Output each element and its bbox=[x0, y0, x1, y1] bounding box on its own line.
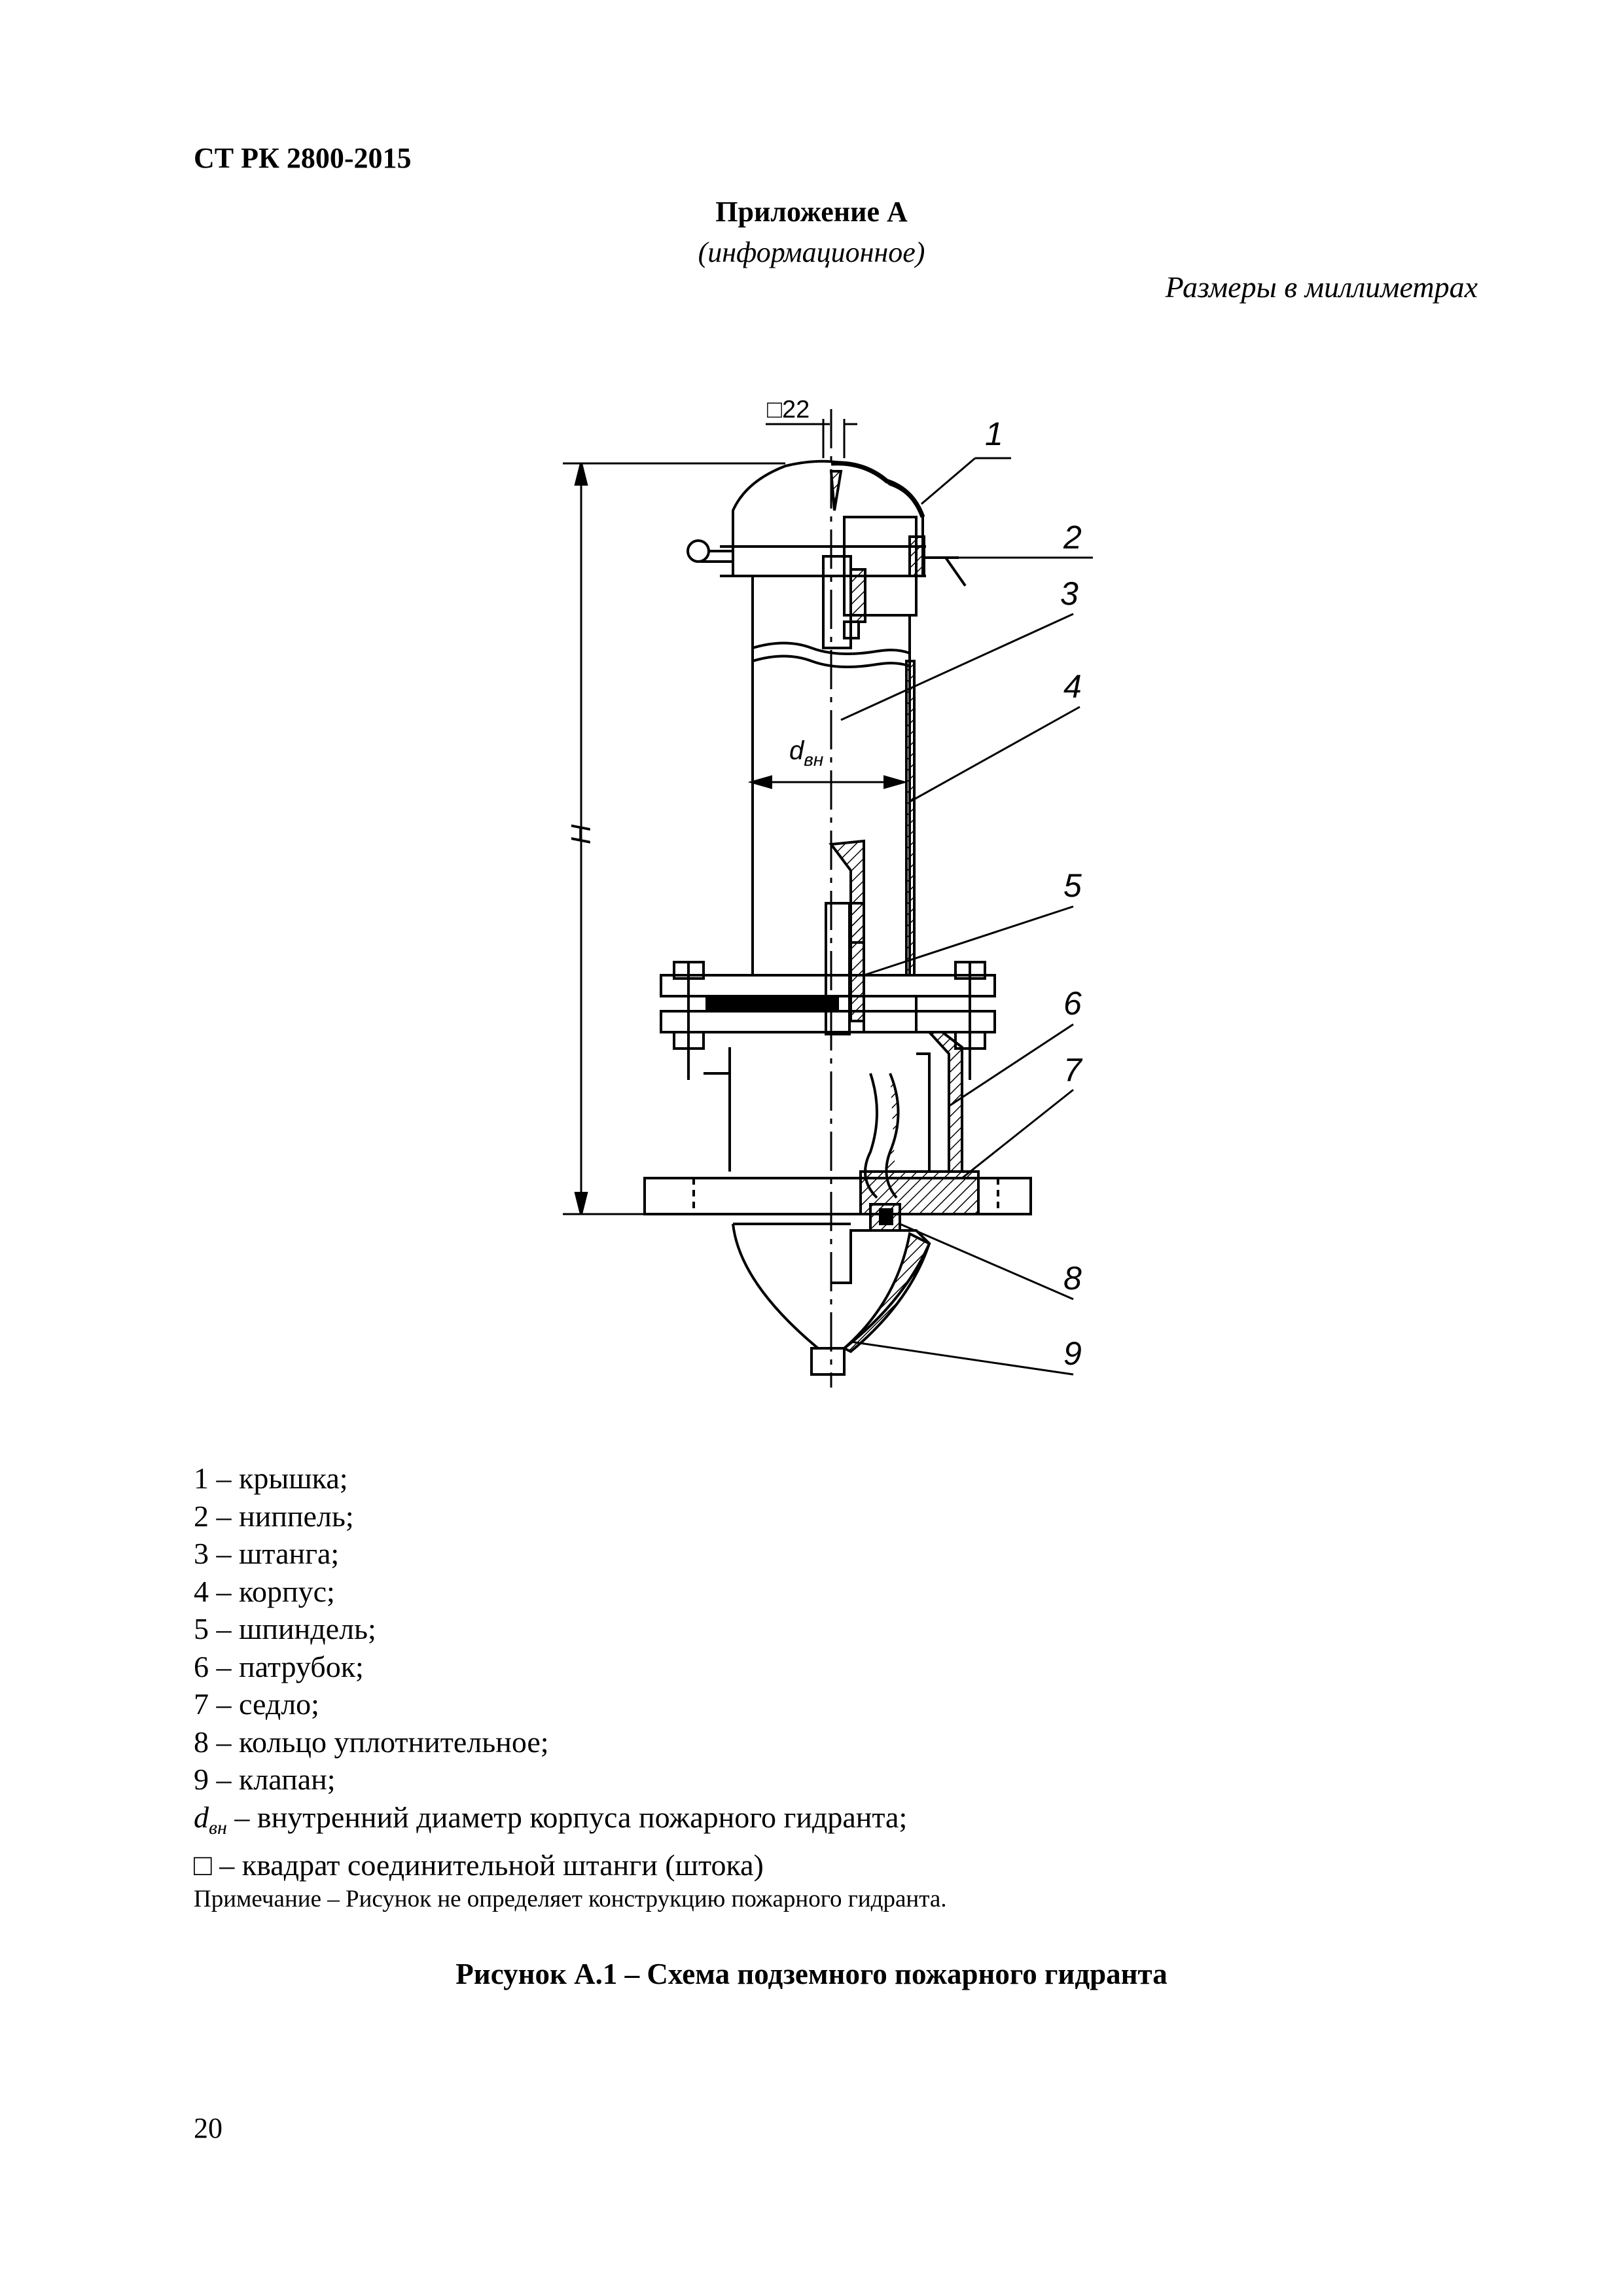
units-note: Размеры в миллиметрах bbox=[1165, 270, 1478, 304]
callout-2: 2 bbox=[1063, 519, 1082, 556]
square-label: □22 bbox=[767, 399, 810, 423]
sealing-ring bbox=[869, 1203, 901, 1232]
legend-item: 2 – ниппель; bbox=[194, 1499, 354, 1533]
seat bbox=[643, 1170, 1032, 1215]
legend-item-square: □ – квадрат соединительной штанги (штока… bbox=[194, 1848, 764, 1882]
appendix-title: Приложение А bbox=[715, 196, 908, 228]
callout-leaders bbox=[840, 457, 1093, 1376]
legend-item: 4 – корпус; bbox=[194, 1574, 335, 1608]
legend-item-dvn: dвн – внутренний диаметр корпуса пожарно… bbox=[194, 1800, 908, 1839]
hydrant-drawing: □22 H dвн 1 2 3 4 5 6 7 8 9 bbox=[563, 399, 1093, 1388]
spindle bbox=[825, 839, 865, 1035]
appendix-subtitle: (информационное) bbox=[698, 236, 925, 268]
nipple bbox=[843, 516, 967, 617]
legend-item: 8 – кольцо уплотнительное; bbox=[194, 1725, 549, 1759]
valve bbox=[732, 1223, 931, 1376]
callout-1: 1 bbox=[985, 416, 1003, 452]
legend: 1 – крышка; 2 – ниппель; 3 – штанга; 4 –… bbox=[194, 1460, 907, 1884]
upper-flange bbox=[660, 961, 996, 1080]
legend-item: 6 – патрубок; bbox=[194, 1649, 364, 1683]
square-dimension bbox=[766, 419, 857, 458]
legend-item: 5 – шпиндель; bbox=[194, 1612, 376, 1645]
legend-item: 3 – штанга; bbox=[194, 1537, 340, 1570]
callout-9: 9 bbox=[1063, 1335, 1082, 1372]
body bbox=[747, 576, 916, 977]
figure-caption: Рисунок А.1 – Схема подземного пожарного… bbox=[455, 1958, 1168, 1990]
callout-8: 8 bbox=[1063, 1260, 1082, 1297]
page-number: 20 bbox=[194, 2112, 223, 2144]
callout-3: 3 bbox=[1060, 575, 1079, 612]
callout-4: 4 bbox=[1063, 668, 1082, 705]
note: Примечание – Рисунок не определяет конст… bbox=[194, 1886, 947, 1912]
cap bbox=[687, 459, 926, 577]
height-dimension bbox=[563, 462, 785, 1215]
diameter-label: dвн bbox=[789, 736, 823, 770]
rod bbox=[822, 470, 866, 649]
legend-item: 9 – клапан; bbox=[194, 1763, 336, 1796]
legend-item: 1 – крышка; bbox=[194, 1462, 348, 1495]
document-code: СТ РК 2800-2015 bbox=[194, 142, 412, 174]
legend-item: 7 – седло; bbox=[194, 1687, 319, 1721]
callout-7: 7 bbox=[1063, 1052, 1083, 1088]
callout-5: 5 bbox=[1063, 867, 1082, 904]
callout-6: 6 bbox=[1063, 985, 1082, 1022]
height-label: H bbox=[565, 824, 596, 844]
